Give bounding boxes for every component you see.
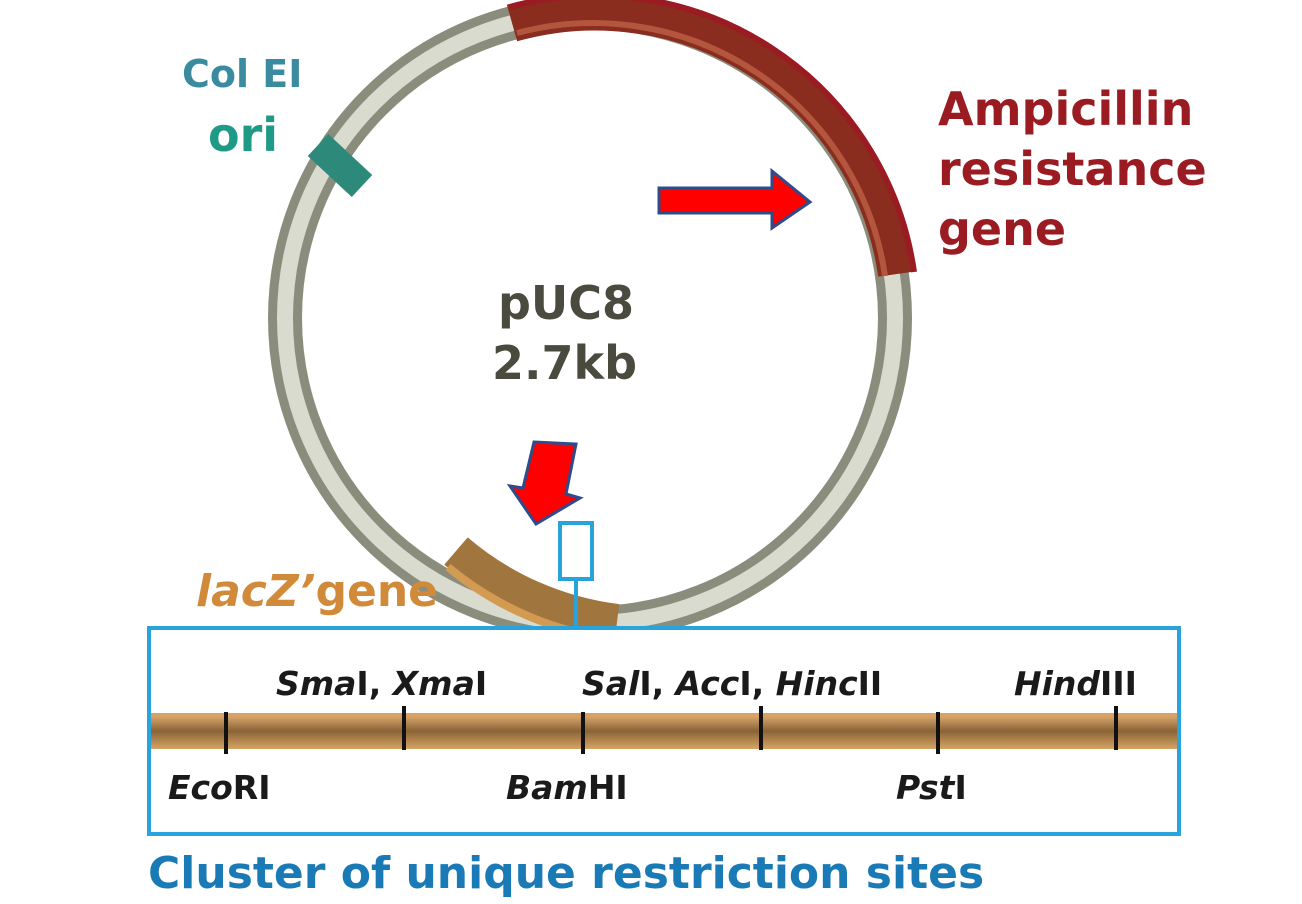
arrow-ampicillin-icon bbox=[657, 167, 813, 231]
site-hincii-italic: Hinc bbox=[775, 664, 858, 703]
lacz-gene-arc bbox=[444, 537, 620, 640]
site-label-hindiii: HindIII bbox=[1014, 664, 1137, 703]
site-label-smai-xmai: SmaI, XmaI bbox=[276, 664, 487, 703]
site-smai-plain: I, bbox=[356, 664, 393, 703]
plasmid-size: 2.7kb bbox=[492, 336, 638, 390]
ampicillin-gene-arc-inner bbox=[516, 20, 888, 277]
ampicillin-label-line2: resistance bbox=[938, 142, 1207, 196]
lacz-label: lacZ’gene bbox=[196, 566, 438, 617]
origin-label-line1: Col EI bbox=[182, 52, 303, 96]
ampicillin-gene-arc bbox=[506, 0, 916, 277]
site-label-sali-acci-hincii: SalI, AccI, HincII bbox=[582, 664, 882, 703]
site-label-ecori: EcoRI bbox=[168, 768, 270, 807]
site-bamhi-plain: HI bbox=[587, 768, 628, 807]
site-xmai-plain: I bbox=[474, 664, 488, 703]
site-hindiii-plain: III bbox=[1100, 664, 1137, 703]
site-label-bamhi: BamHI bbox=[506, 768, 628, 807]
lacz-label-name: lacZ’ bbox=[196, 566, 316, 617]
site-label-psti: PstI bbox=[896, 768, 967, 807]
site-ecori-plain: RI bbox=[232, 768, 271, 807]
site-sali-italic: Sal bbox=[582, 664, 640, 703]
arrow-lacz-icon bbox=[506, 440, 584, 527]
site-hindiii-italic: Hind bbox=[1014, 664, 1101, 703]
ampicillin-label-line1: Ampicillin bbox=[938, 82, 1194, 136]
plasmid-name: pUC8 bbox=[498, 276, 635, 330]
site-acci-plain: I, bbox=[739, 664, 776, 703]
site-hincii-plain: II bbox=[857, 664, 883, 703]
site-ecori-italic: Eco bbox=[168, 768, 233, 807]
origin-label-line2: ori bbox=[208, 108, 279, 162]
site-smai-italic: Sma bbox=[276, 664, 357, 703]
origin-band bbox=[307, 134, 373, 197]
site-psti-italic: Pst bbox=[896, 768, 955, 807]
mcs-marker-box bbox=[558, 521, 594, 581]
ampicillin-gene-arc-outer bbox=[509, 0, 917, 273]
cluster-caption: Cluster of unique restriction sites bbox=[148, 848, 985, 899]
site-acci-italic: Acc bbox=[675, 664, 740, 703]
ampicillin-label-line3: gene bbox=[938, 202, 1067, 256]
site-xmai-italic: Xma bbox=[392, 664, 475, 703]
lacz-label-suffix: gene bbox=[315, 566, 438, 617]
site-psti-plain: I bbox=[954, 768, 967, 807]
mcs-bar bbox=[151, 713, 1177, 749]
site-sali-plain: I, bbox=[639, 664, 676, 703]
site-bamhi-italic: Bam bbox=[506, 768, 588, 807]
